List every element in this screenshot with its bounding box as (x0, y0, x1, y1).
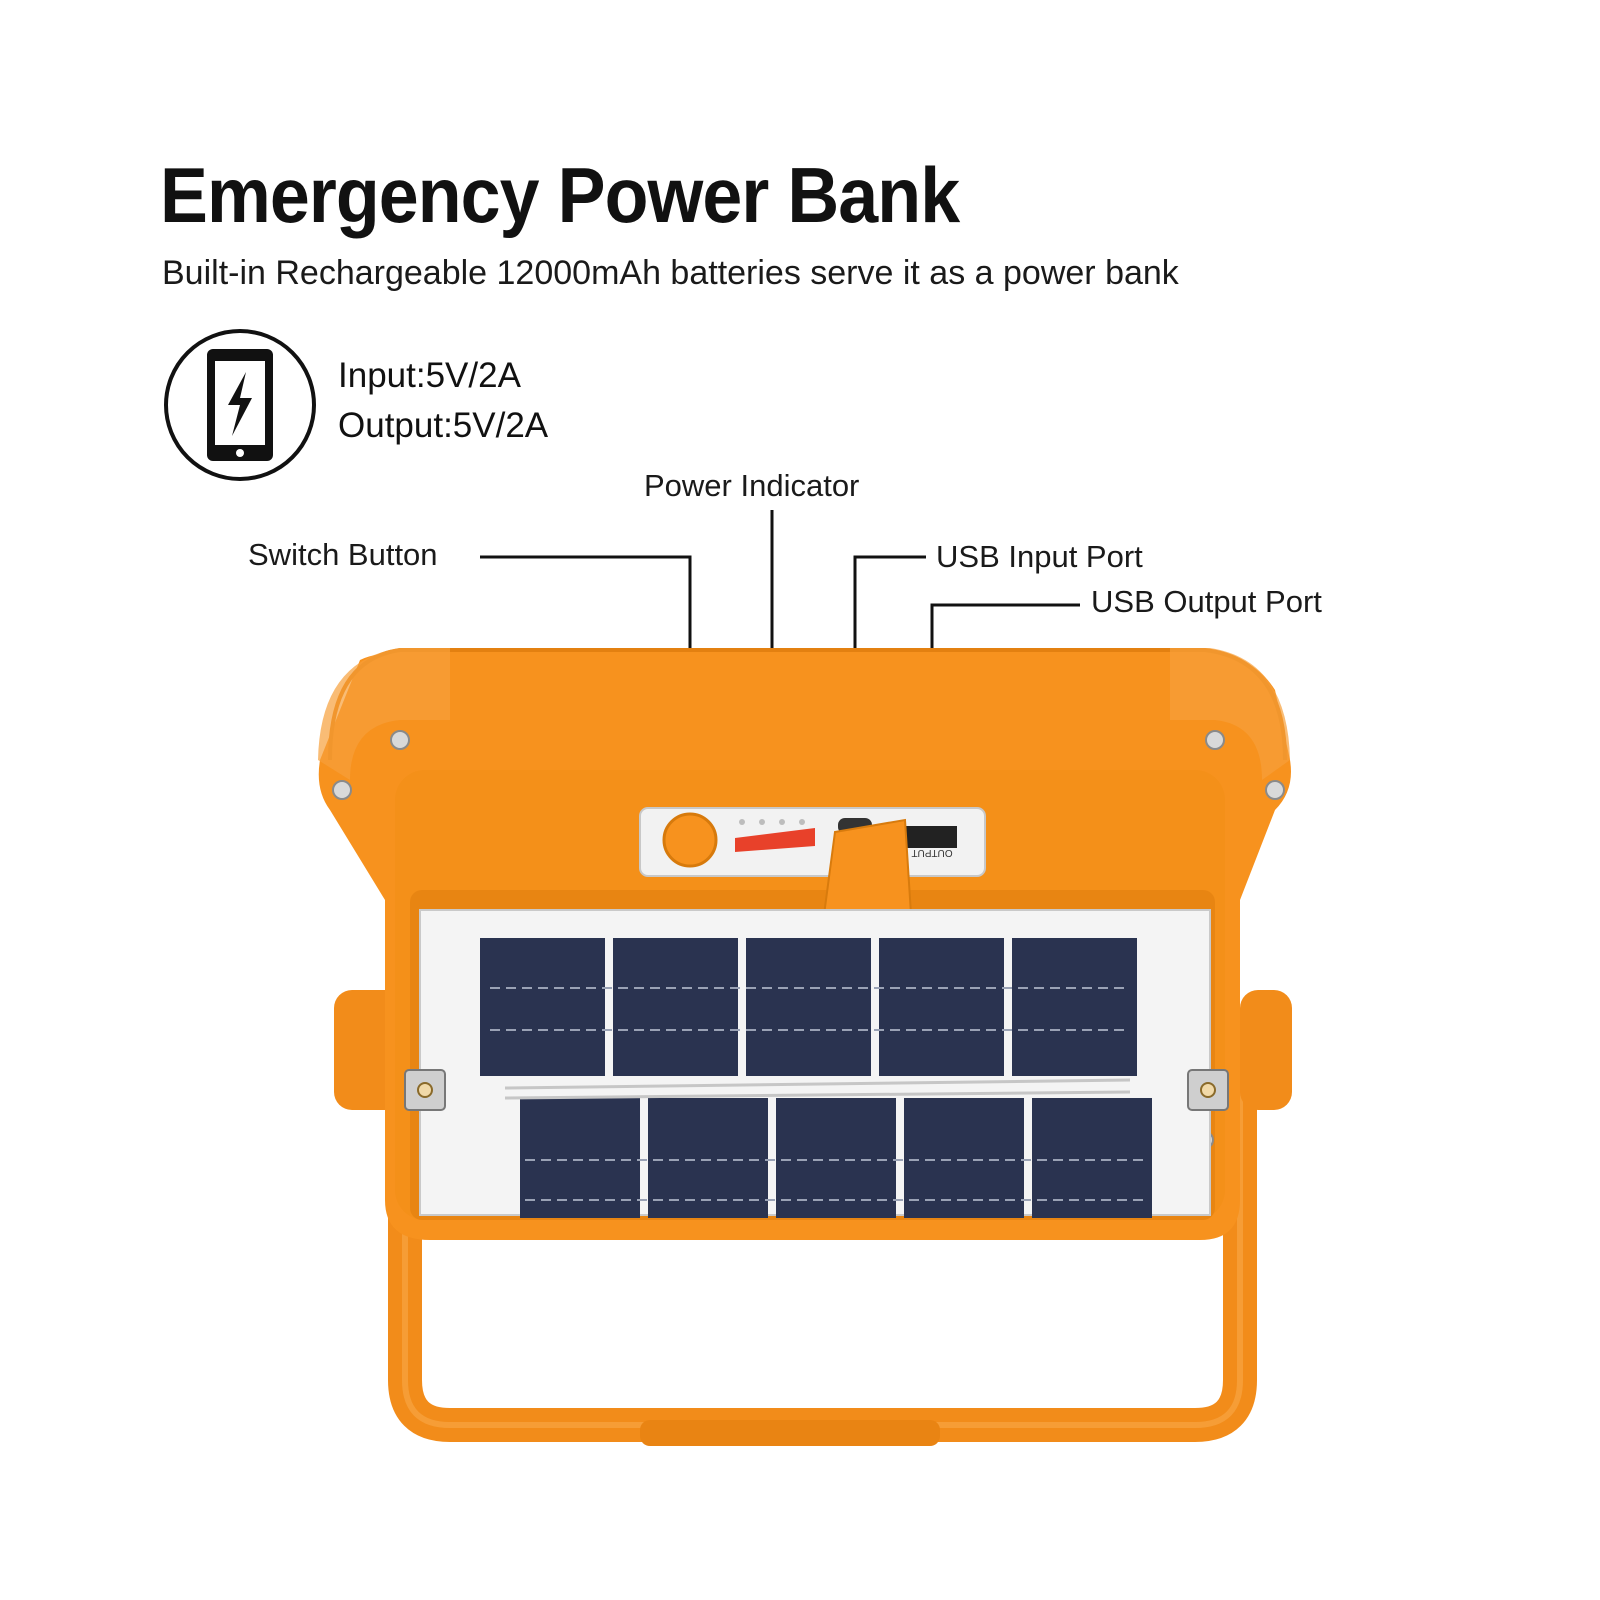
page-title: Emergency Power Bank (160, 151, 960, 239)
callout-power-indicator: Power Indicator (644, 468, 860, 503)
spec-output: Output:5V/2A (338, 406, 549, 445)
port-label: OUTPUT (911, 847, 952, 858)
callout-usb-input-port: USB Input Port (936, 539, 1143, 574)
power-indicator-leds (739, 819, 805, 825)
usb-output-port (905, 826, 957, 848)
stand-handle (388, 1060, 1257, 1446)
spec-input: Input:5V/2A (338, 356, 521, 395)
callout-switch-button: Switch Button (248, 537, 438, 572)
solar-panel (404, 909, 1229, 1218)
page-subtitle: Built-in Rechargeable 12000mAh batteries… (162, 254, 1179, 292)
phone-charging-icon (164, 329, 316, 481)
power-indicator-bar (735, 828, 815, 852)
switch-button (662, 812, 718, 868)
callout-usb-output-port: USB Output Port (1091, 584, 1322, 619)
